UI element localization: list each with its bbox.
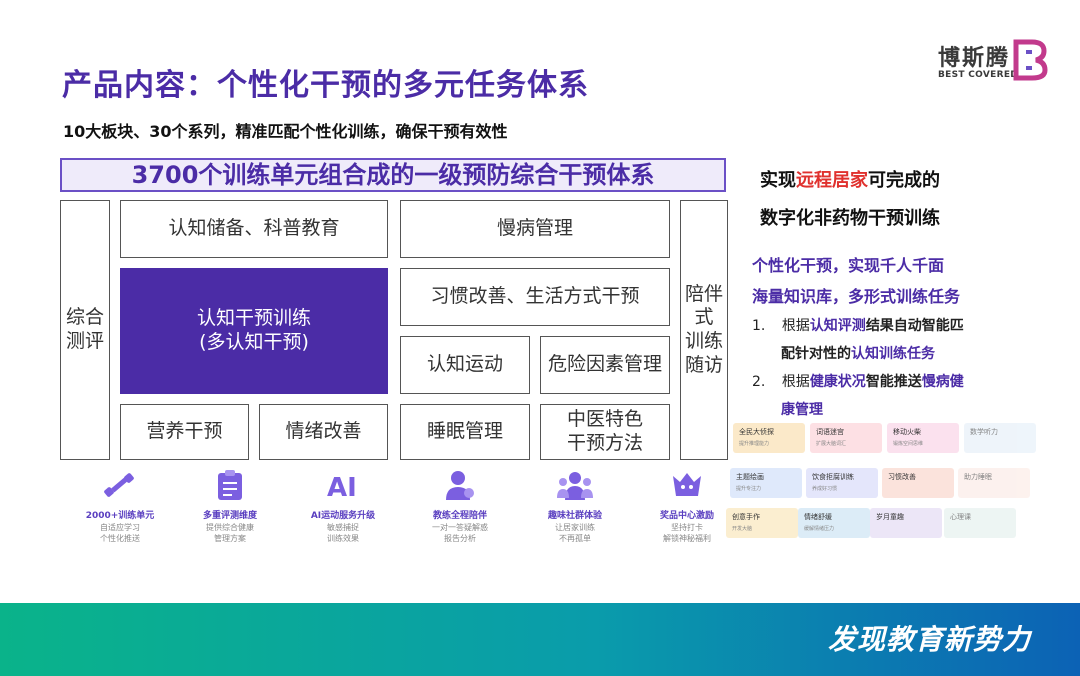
card-label: 情绪舒缓 [804, 513, 832, 521]
course-card[interactable]: 饮食拒腐训练养成好习惯 [806, 468, 878, 498]
group-icon [555, 468, 595, 502]
feature-title: 多重评测维度 [202, 511, 257, 521]
brand-tagline: BEST COVERED [938, 70, 1019, 80]
footer-slogan: 发现教育新势力 [828, 623, 1032, 656]
feature-title: AI运动服务升级 [310, 511, 376, 521]
sleep-box: 睡眠管理 [400, 404, 530, 460]
feature-desc: 坚持打卡 解锁神秘福利 [663, 523, 711, 543]
heading-accent: 远程居家 [796, 170, 868, 191]
coach-icon [440, 468, 480, 502]
list-num: 1. [752, 318, 766, 334]
right-point-2: 海量知识库，多形式训练任务 [752, 287, 961, 306]
card-label: 岁月童趣 [876, 513, 904, 521]
list-highlight: 健康状况 [809, 374, 866, 390]
chronic-disease-box: 慢病管理 [400, 200, 670, 258]
list-text: 根据 [781, 374, 810, 390]
card-sub: 养成好习惯 [812, 486, 838, 492]
list-highlight: 慢病健 [921, 374, 964, 390]
right-heading-1: 实现远程居家可完成的 [760, 166, 940, 192]
habit-lifestyle-box: 习惯改善、生活方式干预 [400, 268, 670, 326]
right-list-item-2-cont: 康管理 [781, 396, 823, 424]
dumbbell-icon [100, 468, 140, 502]
list-text: 结果自动智能匹 [865, 318, 964, 334]
list-num: 2. [752, 374, 766, 390]
card-label: 习惯改善 [888, 473, 916, 481]
page-subtitle: 10大板块、30个系列，精准匹配个性化训练，确保干预有效性 [63, 122, 508, 141]
course-card[interactable]: 习惯改善 [882, 468, 954, 498]
course-card[interactable]: 主题绘画提升专注力 [730, 468, 802, 498]
course-card[interactable]: 词语迷宫扩展大脑词汇 [810, 423, 882, 453]
course-card[interactable]: 移动火柴锻炼空间思维 [887, 423, 959, 453]
brand-name: 博斯腾 [938, 46, 1011, 71]
feature-title: 教练全程陪伴 [432, 511, 487, 521]
card-label: 移动火柴 [893, 428, 921, 436]
list-text: 智能推送 [865, 374, 922, 390]
list-highlight: 认知训练任务 [851, 346, 935, 362]
gift-icon [667, 468, 707, 502]
feature-title: 2000+训练单元 [85, 511, 155, 521]
right-heading-2: 数字化非药物干预训练 [760, 208, 940, 229]
feature-assessment: 多重评测维度 提供综合健康 管理方案 [180, 468, 280, 545]
card-sub: 开发大脑 [732, 526, 753, 532]
list-highlight: 康管理 [781, 402, 823, 418]
svg-text:AI: AI [327, 473, 357, 500]
ai-icon: AI [323, 468, 363, 502]
card-label: 主题绘画 [736, 473, 764, 481]
feature-desc: 一对一答疑解惑 报告分析 [432, 523, 488, 543]
footer-band [0, 603, 1080, 676]
course-card[interactable]: 全民大侦探提升推理能力 [733, 423, 805, 453]
tcm-box: 中医特色 干预方法 [540, 404, 670, 460]
course-card[interactable]: 数学听力 [964, 423, 1036, 453]
card-label: 助力睡眠 [964, 473, 992, 481]
feature-coach: 教练全程陪伴 一对一答疑解惑 报告分析 [410, 468, 510, 545]
system-banner: 3700个训练单元组合成的一级预防综合干预体系 [60, 158, 726, 192]
course-card[interactable]: 情绪舒缓缓解情绪压力 [798, 508, 870, 538]
feature-training-units: 2000+训练单元 自适应学习 个性化推送 [70, 468, 170, 545]
feature-community: 趣味社群体验 让居家训练 不再孤单 [525, 468, 625, 545]
right-point-1: 个性化干预，实现千人千面 [752, 256, 945, 275]
card-sub: 锻炼空间思维 [893, 441, 924, 447]
list-text: 配针对性的 [781, 346, 851, 362]
card-label: 数学听力 [970, 428, 998, 436]
heading-text: 实现 [760, 170, 796, 191]
card-label: 全民大侦探 [739, 428, 774, 436]
feature-ai: AI AI运动服务升级 敏感捕捉 训练效果 [293, 468, 393, 545]
card-sub: 提升专注力 [736, 486, 762, 492]
right-list-item-2: 2. 根据健康状况智能推送慢病健 [752, 368, 964, 396]
follow-up-box: 陪伴 式 训练 随访 [680, 200, 728, 460]
feature-rewards: 奖品中心激励 坚持打卡 解锁神秘福利 [637, 468, 737, 545]
feature-desc: 提供综合健康 管理方案 [206, 523, 254, 543]
nutrition-box: 营养干预 [120, 404, 249, 460]
comprehensive-assessment-box: 综合 测评 [60, 200, 110, 460]
course-card[interactable]: 助力睡眠 [958, 468, 1030, 498]
feature-title: 趣味社群体验 [547, 511, 602, 521]
course-card[interactable]: 岁月童趣 [870, 508, 942, 538]
feature-desc: 敏感捕捉 训练效果 [327, 523, 359, 543]
feature-title: 奖品中心激励 [659, 511, 714, 521]
page-title: 产品内容：个性化干预的多元任务体系 [62, 68, 589, 103]
list-highlight: 认知评测 [809, 318, 866, 334]
risk-factor-box: 危险因素管理 [540, 336, 670, 394]
heading-text: 可完成的 [868, 170, 940, 191]
right-list-item-1: 1. 根据认知评测结果自动智能匹 [752, 312, 964, 340]
cognitive-exercise-box: 认知运动 [400, 336, 530, 394]
list-text: 根据 [781, 318, 810, 334]
card-label: 心理课 [950, 513, 971, 521]
cognitive-intervention-box: 认知干预训练 (多认知干预) [120, 268, 388, 394]
brand-logo-icon [1013, 39, 1048, 81]
card-label: 创意手作 [732, 513, 760, 521]
course-card[interactable]: 心理课 [944, 508, 1016, 538]
right-list-item-1-cont: 配针对性的认知训练任务 [781, 340, 935, 368]
card-sub: 扩展大脑词汇 [816, 441, 847, 447]
emotion-box: 情绪改善 [259, 404, 388, 460]
card-sub: 缓解情绪压力 [804, 526, 835, 532]
clipboard-icon [210, 468, 250, 502]
card-label: 饮食拒腐训练 [812, 473, 854, 481]
course-card[interactable]: 创意手作开发大脑 [726, 508, 798, 538]
feature-desc: 自适应学习 个性化推送 [100, 523, 140, 543]
card-label: 词语迷宫 [816, 428, 844, 436]
feature-desc: 让居家训练 不再孤单 [555, 523, 595, 543]
card-sub: 提升推理能力 [739, 441, 770, 447]
cognitive-reserve-box: 认知储备、科普教育 [120, 200, 388, 258]
